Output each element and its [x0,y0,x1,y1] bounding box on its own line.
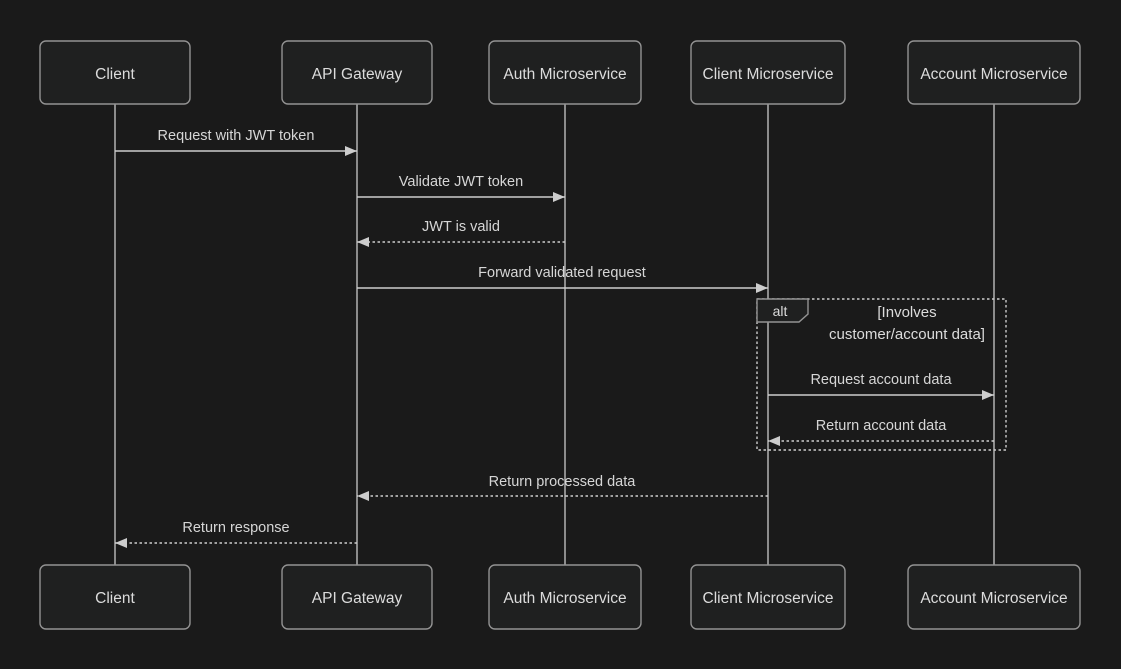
actor-box [907,564,1081,630]
actor-client-microservice-bottom: Client Microservice [690,564,846,630]
actor-label: Client Microservice [703,66,834,83]
actor-label: Account Microservice [920,66,1067,83]
actor-label: Auth Microservice [503,66,626,83]
actor-account-microservice-top: Account Microservice [907,40,1081,105]
message-request-with-jwt-token: Request with JWT token [115,128,357,156]
actor-account-microservice-bottom: Account Microservice [907,564,1081,630]
message-label: Validate JWT token [399,174,523,190]
alt-condition-line2: customer/account data] [829,326,985,343]
actor-client-top: Client [39,40,191,105]
actor-label: Account Microservice [920,590,1067,607]
message-return-response: Return response [115,520,357,548]
actor-auth-microservice-bottom: Auth Microservice [488,564,642,630]
message-label: Return account data [816,418,948,434]
alt-block: alt [Involves customer/account data] [756,298,1007,451]
actor-label: Auth Microservice [503,590,626,607]
actor-label: Client [95,66,135,83]
actor-box [907,40,1081,105]
actor-box [39,40,191,105]
actor-auth-microservice-top: Auth Microservice [488,40,642,105]
actors-bottom: Client API Gateway Auth Microservice Cli… [39,564,1081,630]
actor-label: Client [95,590,135,607]
actor-client-microservice-top: Client Microservice [690,40,846,105]
actor-api-gateway-top: API Gateway [281,40,433,105]
message-label: Request account data [810,372,952,388]
message-label: Return response [182,520,289,536]
actor-box [488,40,642,105]
actor-box [39,564,191,630]
actor-label: Client Microservice [703,590,834,607]
actor-api-gateway-bottom: API Gateway [281,564,433,630]
message-return-processed-data: Return processed data [357,474,768,501]
messages: Request with JWT token Validate JWT toke… [115,128,994,548]
actor-box [488,564,642,630]
actor-box [281,40,433,105]
message-jwt-is-valid: JWT is valid [357,219,565,247]
actor-box [281,564,433,630]
alt-condition-line1: [Involves [877,304,936,321]
lifelines [114,104,995,565]
message-label: Forward validated request [478,265,646,281]
actor-label: API Gateway [312,590,403,607]
message-return-account-data: Return account data [768,418,994,446]
actor-box [690,40,846,105]
alt-operator-label: alt [773,303,788,319]
actors-top: Client API Gateway Auth Microservice Cli… [39,40,1081,105]
alt-label-tab [756,298,809,323]
message-label: Return processed data [489,474,637,490]
message-validate-jwt-token: Validate JWT token [357,174,565,202]
message-label: JWT is valid [422,219,500,235]
actor-label: API Gateway [312,66,403,83]
message-label: Request with JWT token [158,128,315,144]
message-forward-validated-request: Forward validated request [357,265,768,293]
message-request-account-data: Request account data [768,372,994,400]
actor-box [690,564,846,630]
actor-client-bottom: Client [39,564,191,630]
